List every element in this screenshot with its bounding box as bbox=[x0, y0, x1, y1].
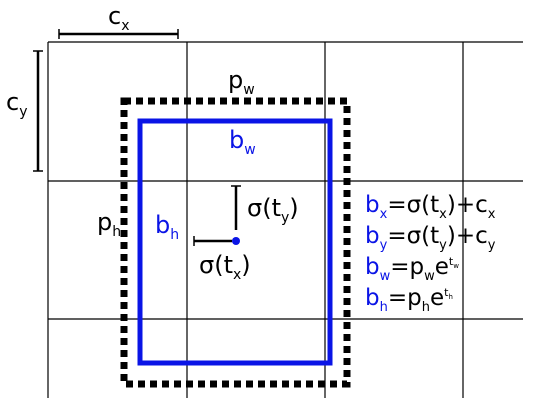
ph-label: ph bbox=[97, 208, 121, 240]
box-center-point bbox=[232, 237, 240, 245]
equation-by: by=σ(ty)+cy bbox=[365, 223, 496, 253]
prior-anchor-box bbox=[120, 97, 351, 388]
pw-label: pw bbox=[228, 66, 255, 98]
equations: bx=σ(tx)+cx by=σ(ty)+cy bw=pwetw bh=phet… bbox=[365, 192, 496, 315]
cx-label: cx bbox=[108, 2, 130, 34]
equation-bh: bh=pheth bbox=[365, 285, 453, 315]
equation-bx: bx=σ(tx)+cx bbox=[365, 192, 496, 222]
equation-bw: bw=pwetw bbox=[365, 254, 459, 284]
cy-label: cy bbox=[6, 88, 28, 120]
predicted-box bbox=[137, 118, 333, 366]
bw-label: bw bbox=[229, 126, 256, 158]
sigma-ty-label: σ(ty) bbox=[247, 194, 299, 226]
sigma-tx-label: σ(tx) bbox=[199, 251, 251, 283]
bh-label: bh bbox=[155, 211, 179, 243]
